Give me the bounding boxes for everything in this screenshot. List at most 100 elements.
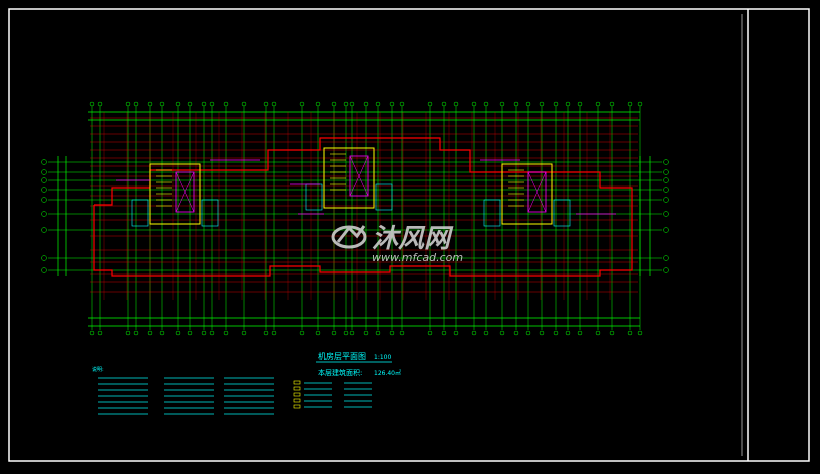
- drawing-title: 机房层平面图: [318, 351, 366, 361]
- axis-bubble: [663, 169, 669, 175]
- axis-bubble: [201, 101, 207, 107]
- axis-bubble: [97, 330, 103, 336]
- axis-bubble: [565, 101, 571, 107]
- axis-bubble: [349, 330, 355, 336]
- mfcad-logo-icon: [331, 225, 367, 249]
- elevator-cross: [175, 171, 195, 213]
- drawing-border: [8, 8, 810, 462]
- stair-cores: [116, 147, 616, 227]
- legend-swatch: [293, 404, 301, 409]
- axis-bubble: [399, 330, 405, 336]
- axis-bubble: [133, 101, 139, 107]
- axis-bubble: [539, 330, 545, 336]
- axis-bubble: [663, 227, 669, 233]
- room-outline: [375, 183, 393, 211]
- core-outline: [323, 147, 375, 209]
- axis-bubble: [201, 330, 207, 336]
- axis-bubble: [471, 330, 477, 336]
- axis-bubble: [609, 101, 615, 107]
- axis-bubble: [663, 187, 669, 193]
- axis-bubble: [525, 330, 531, 336]
- room-outline: [131, 199, 149, 227]
- axis-bubble: [389, 330, 395, 336]
- notes-block: [98, 377, 372, 415]
- axis-bubble: [271, 330, 277, 336]
- axis-bubble: [471, 101, 477, 107]
- axis-bubble: [209, 330, 215, 336]
- elevator-shaft: [527, 171, 547, 213]
- axis-bubble: [663, 197, 669, 203]
- axis-bubble: [399, 101, 405, 107]
- axis-bubble: [441, 330, 447, 336]
- axis-bubble: [209, 101, 215, 107]
- axis-bubble: [483, 330, 489, 336]
- axis-bubble: [539, 101, 545, 107]
- axis-bubble: [349, 101, 355, 107]
- axis-bubble: [663, 159, 669, 165]
- axis-bubble: [499, 101, 505, 107]
- axis-bubble: [577, 101, 583, 107]
- elevator-shaft: [175, 171, 195, 213]
- axis-bubble: [159, 101, 165, 107]
- axis-bubble: [343, 101, 349, 107]
- axis-bubble: [375, 330, 381, 336]
- axis-bubble: [41, 159, 47, 165]
- axis-bubble: [241, 330, 247, 336]
- watermark: 沐风网 www.mfcad.com: [331, 224, 463, 264]
- area-label: 本层建筑面积:: [318, 368, 362, 377]
- axis-grid: [41, 101, 669, 336]
- axis-bubble: [263, 330, 269, 336]
- axis-bubble: [147, 330, 153, 336]
- axis-bubble: [97, 101, 103, 107]
- axis-bubble: [483, 101, 489, 107]
- axis-bubble: [609, 330, 615, 336]
- axis-bubble: [637, 101, 643, 107]
- legend-swatch: [293, 386, 301, 391]
- axis-bubble: [663, 211, 669, 217]
- axis-bubble: [223, 330, 229, 336]
- axis-bubble: [427, 101, 433, 107]
- axis-bubble: [263, 101, 269, 107]
- axis-bubble: [453, 330, 459, 336]
- axis-bubble: [175, 330, 181, 336]
- axis-bubble: [513, 101, 519, 107]
- axis-bubble: [375, 101, 381, 107]
- axis-bubble: [41, 211, 47, 217]
- axis-bubble: [343, 330, 349, 336]
- axis-bubble: [637, 330, 643, 336]
- axis-bubble: [499, 330, 505, 336]
- axis-bubble: [125, 101, 131, 107]
- building-outline: [93, 137, 633, 277]
- axis-bubble: [427, 330, 433, 336]
- axis-bubble: [627, 330, 633, 336]
- elevator-cross: [349, 155, 369, 197]
- elevator-cross: [527, 171, 547, 213]
- axis-bubble: [663, 255, 669, 261]
- axis-bubble: [89, 330, 95, 336]
- drawing-scale: 1:100: [374, 354, 391, 361]
- core-outline: [149, 163, 201, 225]
- axis-bubble: [441, 101, 447, 107]
- legend-swatch: [293, 392, 301, 397]
- axis-bubble: [223, 101, 229, 107]
- axis-bubble: [159, 330, 165, 336]
- axis-bubble: [187, 101, 193, 107]
- axis-bubble: [315, 330, 321, 336]
- room-outline: [201, 199, 219, 227]
- axis-bubble: [331, 101, 337, 107]
- axis-bubble: [41, 267, 47, 273]
- axis-bubble: [513, 330, 519, 336]
- axis-bubble: [577, 330, 583, 336]
- room-outline: [483, 199, 501, 227]
- axis-bubble: [595, 330, 601, 336]
- axis-bubble: [187, 330, 193, 336]
- core-outline: [501, 163, 553, 225]
- axis-bubble: [41, 197, 47, 203]
- axis-bubble: [553, 101, 559, 107]
- axis-bubble: [565, 330, 571, 336]
- axis-bubble: [125, 330, 131, 336]
- axis-bubble: [663, 177, 669, 183]
- axis-bubble: [525, 101, 531, 107]
